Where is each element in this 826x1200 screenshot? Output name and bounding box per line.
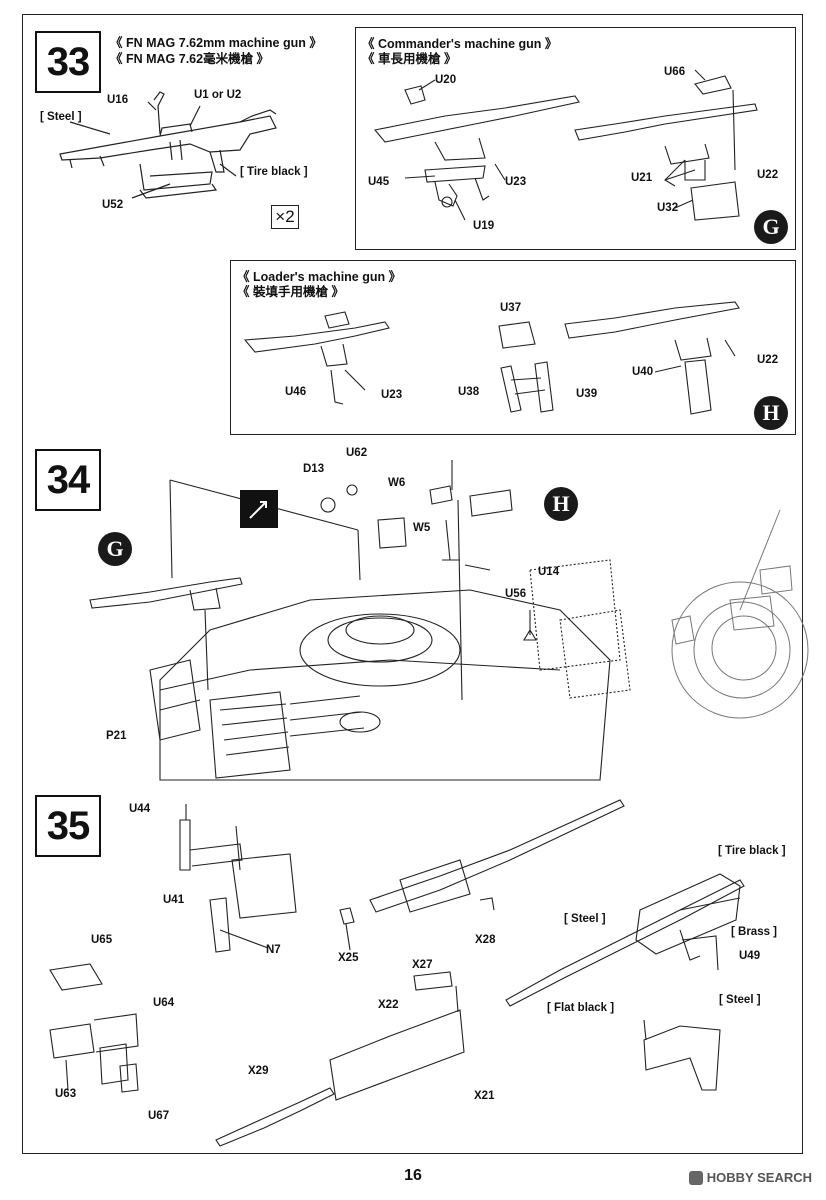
label-w6: W6 <box>388 477 406 489</box>
label-u49: U49 <box>739 950 761 962</box>
marker-g-commander: G <box>754 210 788 244</box>
label-u14: U14 <box>538 566 560 578</box>
label-u40: U40 <box>632 366 654 378</box>
label-u22-commander: U22 <box>757 169 779 181</box>
label-x29: X29 <box>248 1065 269 1077</box>
label-u66: U66 <box>664 66 686 78</box>
turret-drawing <box>90 460 650 790</box>
marker-h-step34: H <box>544 487 578 521</box>
label-u41: U41 <box>163 894 185 906</box>
label-brass: [ Brass ] <box>731 926 778 938</box>
label-steel-35b: [ Steel ] <box>719 994 761 1006</box>
label-u23-commander: U23 <box>505 176 527 188</box>
page-frame <box>22 14 803 1154</box>
label-tire-black: [ Tire black ] <box>240 166 308 178</box>
step-35-number: 35 <box>35 795 101 857</box>
label-u44: U44 <box>129 803 151 815</box>
label-u32: U32 <box>657 202 679 214</box>
label-u63: U63 <box>55 1088 77 1100</box>
label-u45: U45 <box>368 176 390 188</box>
label-x28: X28 <box>475 934 496 946</box>
commander-title-cn: 《 車長用機槍 》 <box>362 52 457 66</box>
label-p21: P21 <box>106 730 127 742</box>
label-u37: U37 <box>500 302 522 314</box>
label-flat-black: [ Flat black ] <box>547 1002 615 1014</box>
turret-top-view-drawing <box>660 500 810 750</box>
label-u38: U38 <box>458 386 480 398</box>
label-u23-loader: U23 <box>381 389 403 401</box>
label-x27: X27 <box>412 959 433 971</box>
label-u1-u2: U1 or U2 <box>194 89 242 101</box>
quantity-badge: ×2 <box>271 205 299 229</box>
label-x22: X22 <box>378 999 399 1011</box>
label-x21: X21 <box>474 1090 495 1102</box>
label-d13: D13 <box>303 463 325 475</box>
label-u21: U21 <box>631 172 653 184</box>
label-u67: U67 <box>148 1110 170 1122</box>
watermark-logo-icon <box>688 1170 703 1185</box>
fn-mag-drawing <box>40 80 340 220</box>
label-w5: W5 <box>413 522 431 534</box>
loader-mg-drawing <box>235 290 775 430</box>
label-steel: [ Steel ] <box>40 111 82 123</box>
step-35-drawing <box>40 790 790 1150</box>
label-x25: X25 <box>338 952 359 964</box>
marker-h-loader: H <box>754 396 788 430</box>
label-u52: U52 <box>102 199 124 211</box>
step-33-title-cn: 《 FN MAG 7.62毫米機槍 》 <box>110 52 270 66</box>
label-tire-black-35: [ Tire black ] <box>718 845 786 857</box>
watermark: HOBBY SEARCH <box>688 1170 812 1185</box>
commander-mg-box <box>355 27 796 250</box>
step-33-title-en: 《 FN MAG 7.62mm machine gun 》 <box>110 36 322 50</box>
loader-mg-box <box>230 260 796 435</box>
step-34-number: 34 <box>35 449 101 511</box>
label-u20: U20 <box>435 74 457 86</box>
label-u46: U46 <box>285 386 307 398</box>
loader-title-en: 《 Loader's machine gun 》 <box>237 270 402 284</box>
watermark-text: HOBBY SEARCH <box>706 1170 812 1185</box>
label-u22-loader: U22 <box>757 354 779 366</box>
label-n7: N7 <box>266 944 281 956</box>
label-u19: U19 <box>473 220 495 232</box>
page-number: 16 <box>404 1167 422 1184</box>
label-u65: U65 <box>91 934 113 946</box>
loader-title-cn: 《 裝填手用機槍 》 <box>237 285 344 299</box>
step-33-number: 33 <box>35 31 101 93</box>
label-u56: U56 <box>505 588 527 600</box>
marker-g-step34: G <box>98 532 132 566</box>
label-u16: U16 <box>107 94 129 106</box>
label-u39: U39 <box>576 388 598 400</box>
label-steel-35a: [ Steel ] <box>564 913 606 925</box>
label-u62: U62 <box>346 447 368 459</box>
commander-title-en: 《 Commander's machine gun 》 <box>362 37 558 51</box>
label-u64: U64 <box>153 997 175 1009</box>
commander-mg-drawing <box>365 60 785 240</box>
